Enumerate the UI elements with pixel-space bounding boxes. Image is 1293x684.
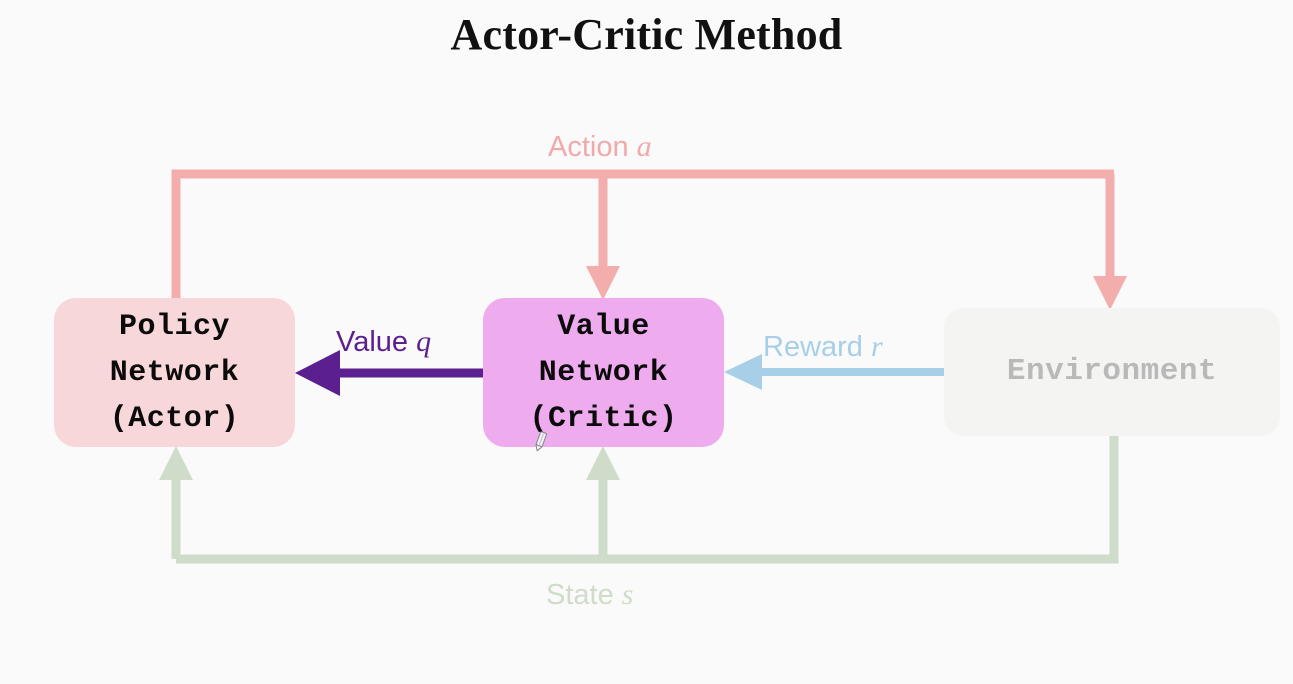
- node-policy-network[interactable]: Policy Network (Actor): [54, 298, 295, 447]
- node-value-line-1: Value: [557, 309, 650, 344]
- page-title: Actor-Critic Method: [450, 10, 843, 59]
- edge-label-reward: Reward r: [763, 330, 883, 364]
- pencil-cursor-icon: [535, 431, 547, 452]
- value-arrowhead: [295, 350, 340, 396]
- edge-label-action: Action a: [548, 130, 652, 164]
- edge-label-state-symbol: s: [621, 578, 634, 611]
- node-value-line-2: Network: [538, 355, 669, 390]
- node-environment[interactable]: Environment: [944, 308, 1280, 436]
- edge-label-value-symbol: q: [416, 325, 432, 358]
- node-policy-line-1: Policy: [118, 309, 231, 344]
- state-arrowhead-policy: [159, 446, 193, 480]
- node-value-network[interactable]: Value Network (Critic): [483, 298, 724, 447]
- edge-label-state: State s: [546, 578, 633, 612]
- edge-label-action-symbol: a: [636, 130, 652, 163]
- edge-label-value: Value q: [336, 325, 431, 359]
- node-policy-line-2: Network: [109, 355, 240, 390]
- node-value-line-3: (Critic): [529, 401, 678, 436]
- state-arrowhead-value: [586, 446, 620, 480]
- edge-label-reward-text: Reward: [763, 331, 863, 363]
- edge-label-value-text: Value: [336, 326, 409, 358]
- node-policy-line-3: (Actor): [109, 401, 240, 436]
- edge-state: [159, 436, 1119, 564]
- node-environment-label: Environment: [1006, 354, 1218, 389]
- edge-label-reward-symbol: r: [871, 330, 883, 363]
- action-arrowhead-value: [586, 266, 620, 300]
- edge-action: [171, 169, 1127, 310]
- edge-label-state-text: State: [546, 579, 614, 611]
- action-arrowhead-environment: [1093, 276, 1127, 310]
- reward-arrowhead: [724, 354, 762, 390]
- edge-label-action-text: Action: [548, 131, 629, 163]
